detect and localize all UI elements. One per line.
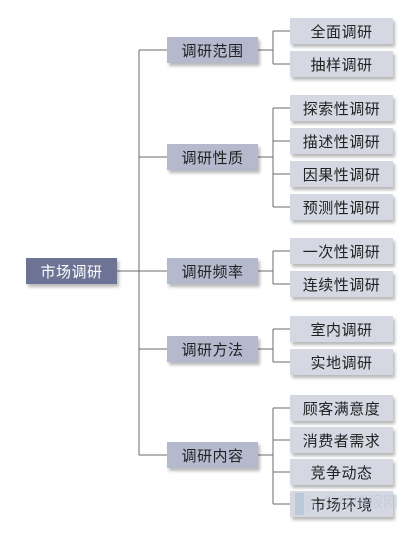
leaf-node: 抽样调研 (290, 51, 393, 77)
leaf-node: 描述性调研 (290, 128, 393, 154)
branch-node: 调研内容 (167, 442, 258, 468)
leaf-node: 一次性调研 (290, 238, 393, 264)
leaf-node: 探索性调研 (290, 95, 393, 121)
leaf-node: 连续性调研 (290, 271, 393, 297)
leaf-node: 竞争动态 (290, 459, 393, 485)
branch-node: 调研性质 (167, 144, 258, 170)
leaf-node: 室内调研 (290, 316, 393, 342)
root-node: 市场调研 (26, 258, 117, 284)
leaf-node: 消费者需求 (290, 427, 393, 453)
leaf-node: 因果性调研 (290, 161, 393, 187)
leaf-node: 顾客满意度 (290, 395, 393, 421)
branch-node: 调研频率 (167, 258, 258, 284)
branch-node: 调研方法 (167, 336, 258, 362)
watermark: 华经情报网 (293, 487, 405, 521)
leaf-node: 实地调研 (290, 349, 393, 375)
watermark-text: 华经情报网 (323, 493, 399, 511)
branch-node: 调研范围 (167, 37, 258, 63)
leaf-node: 预测性调研 (290, 194, 393, 220)
leaf-node: 全面调研 (290, 18, 393, 44)
leaf-node: 市场环境 (290, 491, 393, 517)
watermark-logo-icon (295, 493, 317, 515)
